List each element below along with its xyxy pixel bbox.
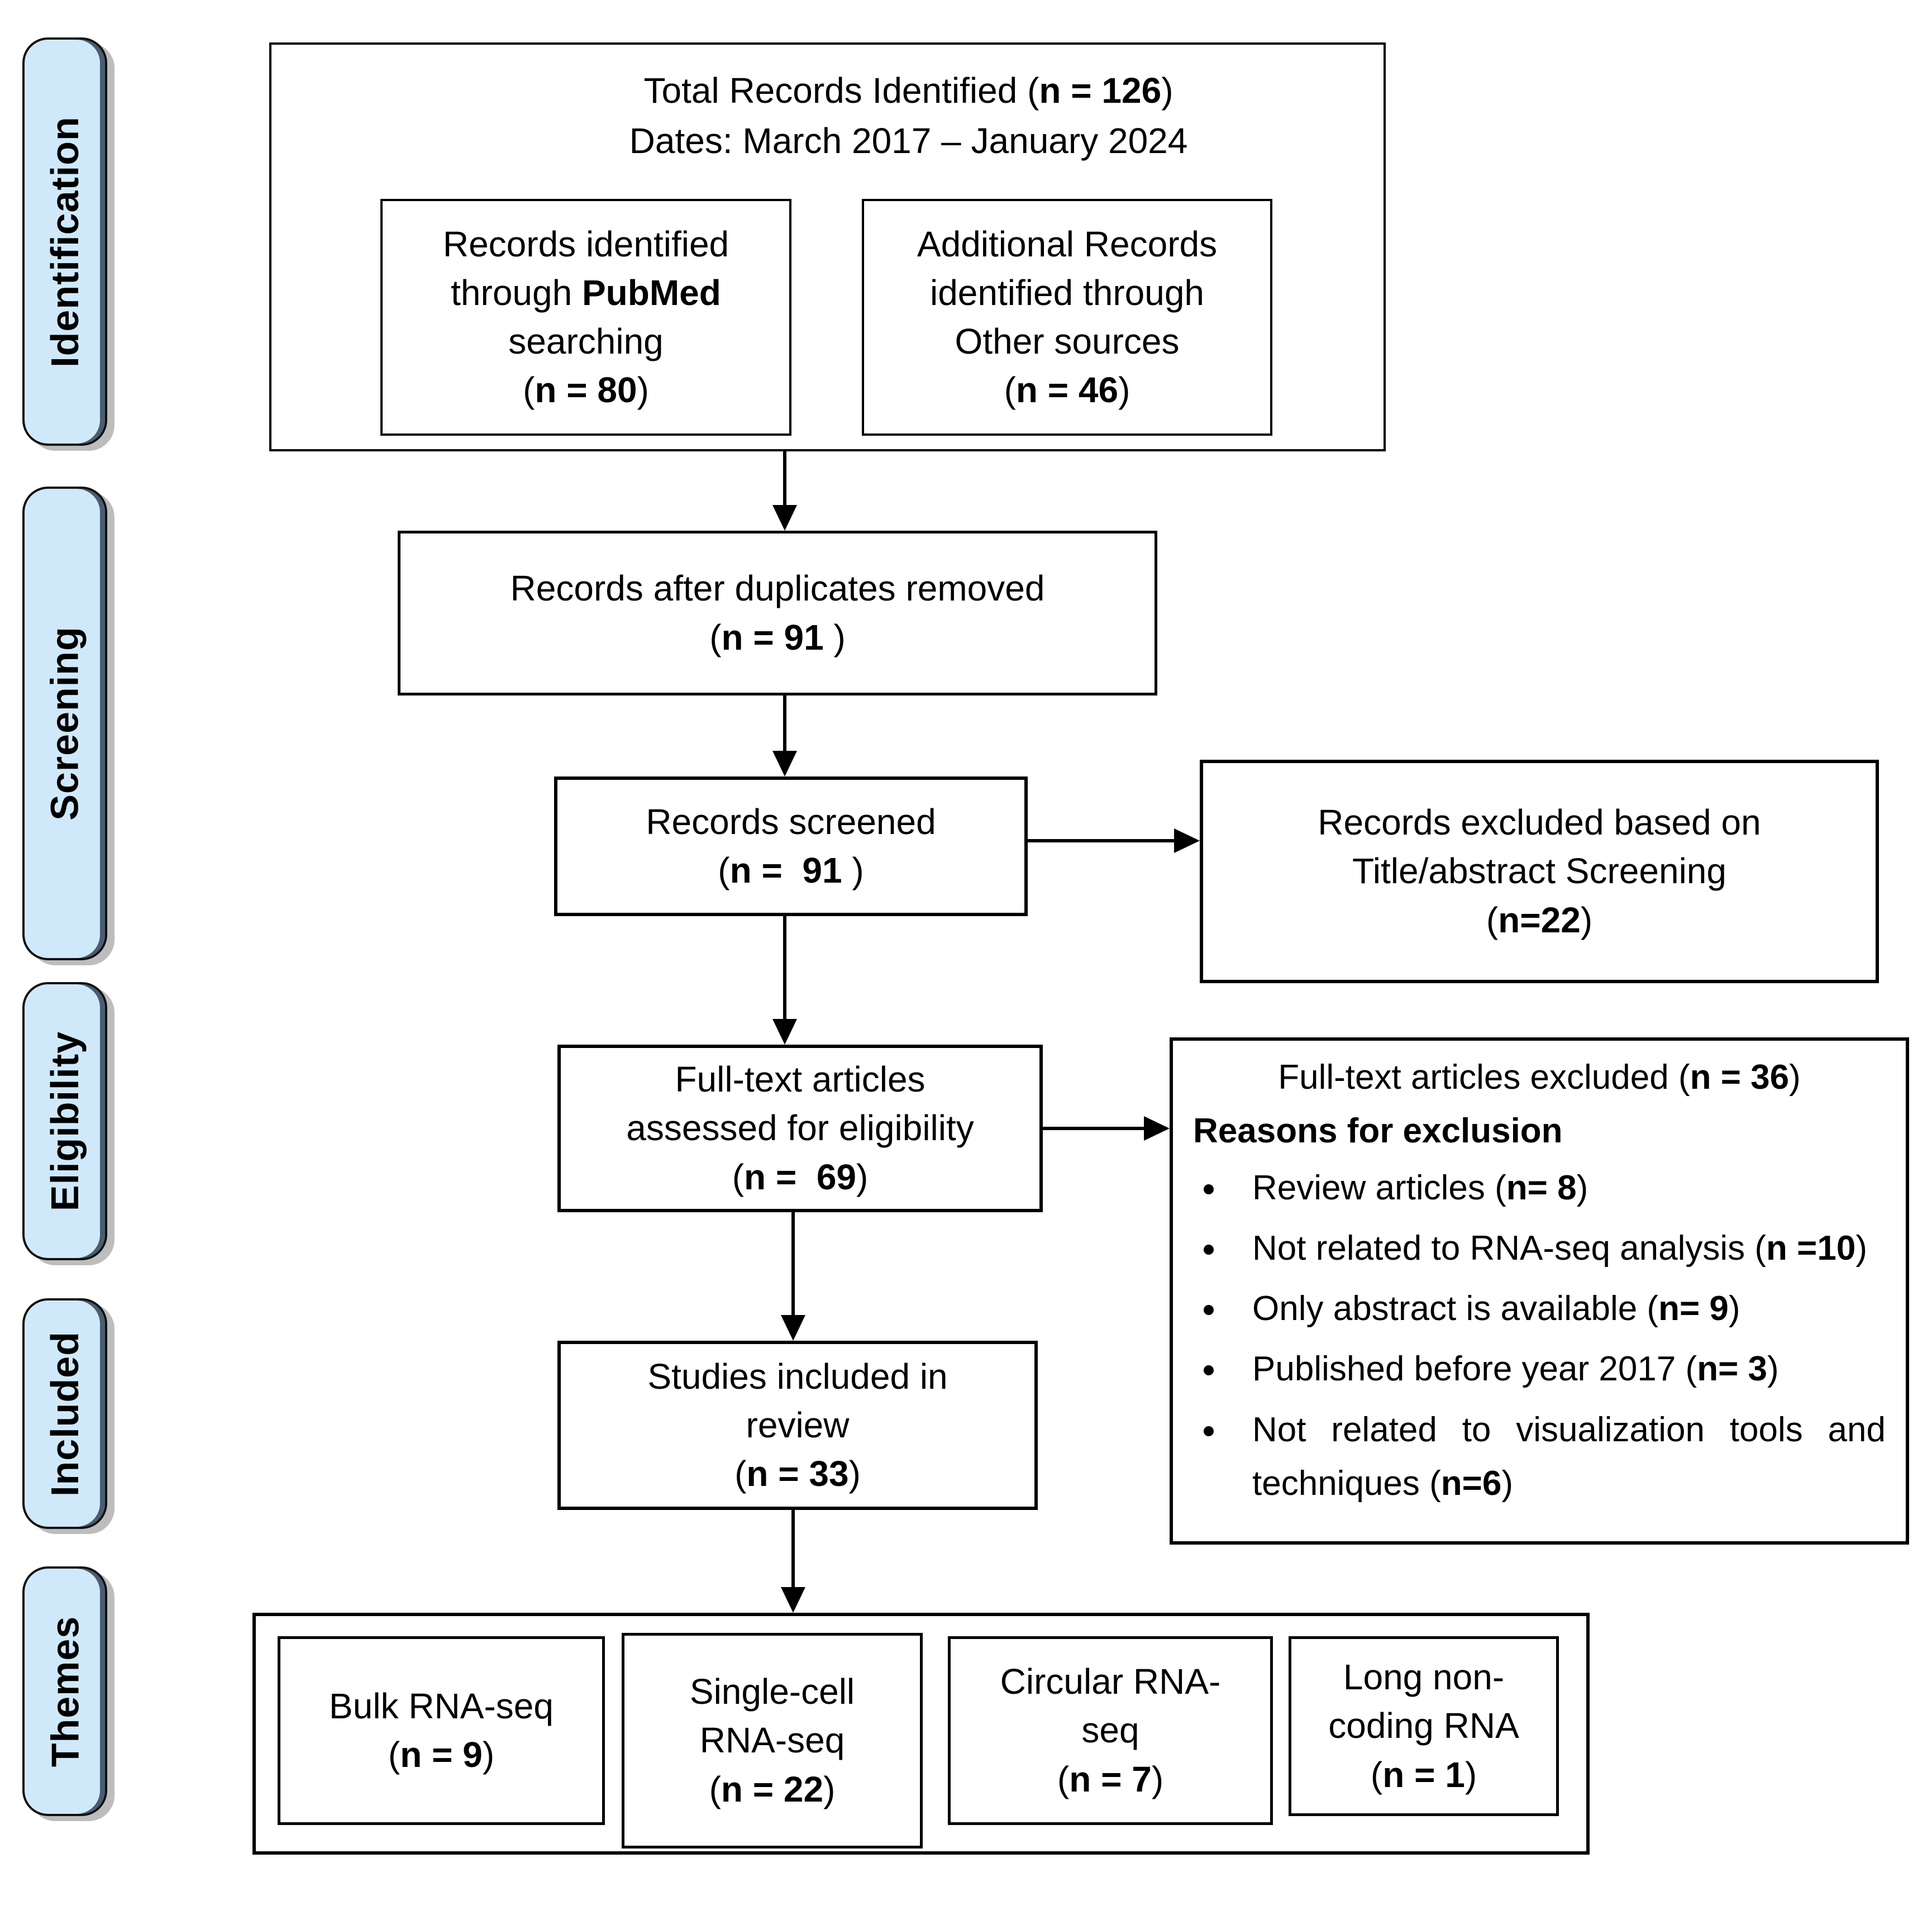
list-item: Not related to RNA-seq analysis (n =10) xyxy=(1228,1222,1886,1275)
list-item: Not related to visualization tools and t… xyxy=(1228,1403,1886,1511)
other-sources-box: Additional Records identified through Ot… xyxy=(862,199,1272,436)
arrow-down-icon xyxy=(772,695,797,776)
duplicates-count: (n = 91 ) xyxy=(709,617,846,658)
exclusion-reasons-box: Full-text articles excluded (n = 36) Rea… xyxy=(1170,1037,1909,1545)
date-range: Dates: March 2017 – January 2024 xyxy=(629,120,1188,161)
theme-lncrna-count: (n = 1) xyxy=(1370,1754,1477,1795)
stage-included-label: Included xyxy=(43,1331,87,1497)
excluded-count: (n=22) xyxy=(1486,899,1593,940)
stage-themes: Themes xyxy=(22,1566,107,1816)
stage-eligibility: Eligibility xyxy=(22,982,107,1260)
arrow-down-icon xyxy=(772,916,797,1045)
theme-lncrna-box: Long non- coding RNA (n = 1) xyxy=(1289,1636,1559,1816)
arrow-right-icon xyxy=(1043,1116,1170,1141)
total-records-heading: Total Records Identified (n = 126) Dates… xyxy=(456,66,1361,166)
stage-eligibility-label: Eligibility xyxy=(43,1031,87,1212)
stage-identification-label: Identification xyxy=(43,116,87,368)
stage-screening-label: Screening xyxy=(43,626,87,821)
pubmed-records-box: Records identified through PubMed search… xyxy=(380,199,791,436)
theme-circular-count: (n = 7) xyxy=(1057,1759,1164,1799)
theme-circular-rnaseq-box: Circular RNA- seq (n = 7) xyxy=(948,1636,1273,1825)
themes-container-box: Bulk RNA-seq (n = 9) Single-cell RNA-seq… xyxy=(252,1613,1590,1855)
reasons-subheading: Reasons for exclusion xyxy=(1193,1112,1563,1151)
pubmed-count: (n = 80) xyxy=(523,370,649,411)
exclusion-reasons-list: Review articles (n= 8) Not related to RN… xyxy=(1193,1161,1886,1511)
stage-identification: Identification xyxy=(22,37,107,446)
total-records-title: Total Records Identified (n = 126) xyxy=(643,70,1173,111)
studies-count: (n = 33) xyxy=(734,1454,861,1494)
fulltext-count: (n = 69) xyxy=(732,1156,869,1197)
arrow-down-icon xyxy=(781,1212,805,1341)
other-sources-count: (n = 46) xyxy=(1004,370,1130,411)
theme-singlecell-rnaseq-box: Single-cell RNA-seq (n = 22) xyxy=(622,1633,923,1848)
arrow-right-icon xyxy=(1028,828,1200,853)
arrow-down-icon xyxy=(772,451,797,531)
list-item: Published before year 2017 (n= 3) xyxy=(1228,1342,1886,1396)
list-item: Review articles (n= 8) xyxy=(1228,1161,1886,1215)
theme-singlecell-count: (n = 22) xyxy=(709,1769,836,1809)
screened-count: (n = 91 ) xyxy=(718,850,864,890)
stage-screening: Screening xyxy=(22,487,107,960)
records-screened-box: Records screened (n = 91 ) xyxy=(554,776,1028,916)
list-item: Only abstract is available (n= 9) xyxy=(1228,1282,1886,1336)
identification-outer-box: Total Records Identified (n = 126) Dates… xyxy=(269,42,1386,451)
theme-bulk-count: (n = 9) xyxy=(388,1735,495,1775)
fulltext-assessed-box: Full-text articles assessed for eligibil… xyxy=(557,1045,1043,1212)
theme-bulk-rnaseq-box: Bulk RNA-seq (n = 9) xyxy=(278,1636,605,1825)
stage-included: Included xyxy=(22,1298,107,1529)
fulltext-excluded-heading: Full-text articles excluded (n = 36) xyxy=(1278,1058,1801,1097)
studies-included-box: Studies included in review (n = 33) xyxy=(557,1341,1038,1510)
stage-themes-label: Themes xyxy=(43,1616,87,1767)
records-excluded-box: Records excluded based on Title/abstract… xyxy=(1200,760,1879,983)
duplicates-removed-box: Records after duplicates removed (n = 91… xyxy=(398,531,1157,695)
arrow-down-icon xyxy=(781,1510,805,1613)
